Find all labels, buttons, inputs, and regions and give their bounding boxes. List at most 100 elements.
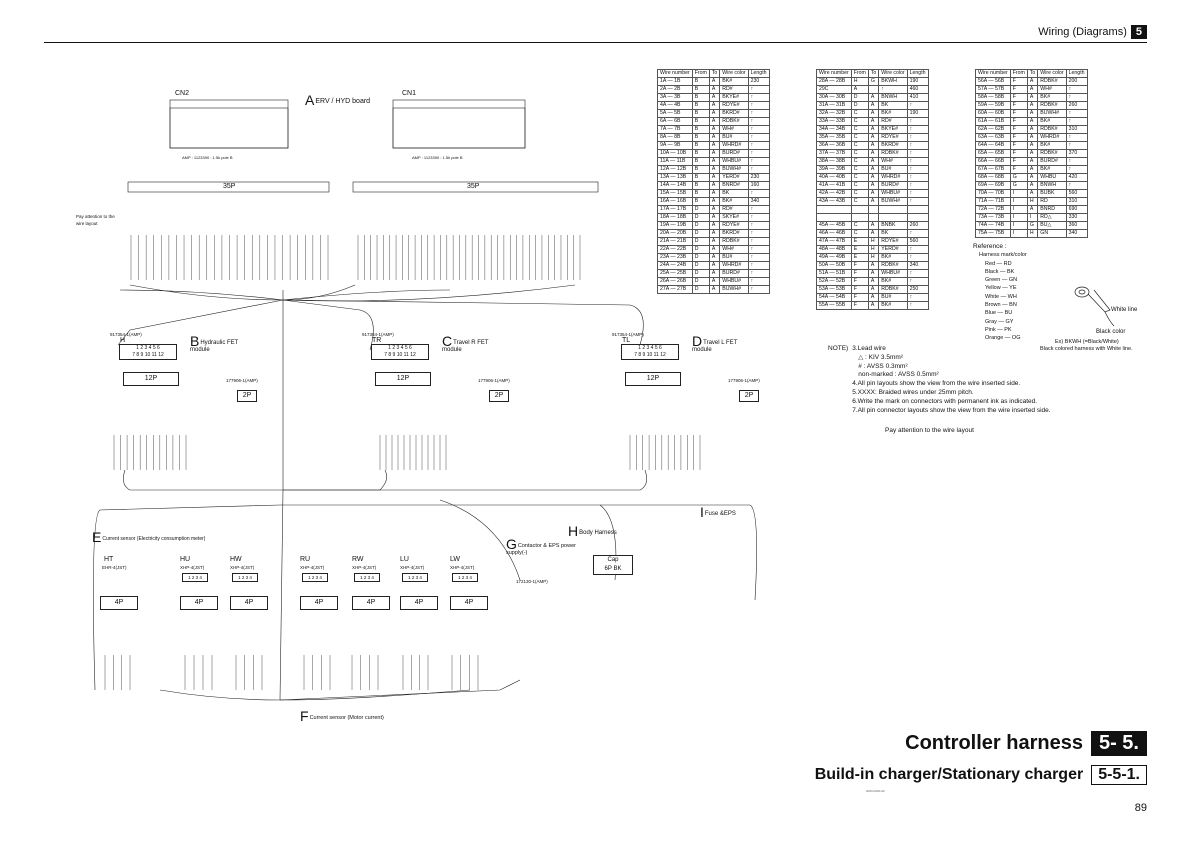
table-cell: 33A — 33B (816, 117, 852, 126)
module-B-plug: H (120, 337, 126, 344)
color-reference-item: Orange — OG (985, 335, 1021, 342)
table-cell: ↑ (747, 189, 770, 198)
table-cell: F (1009, 85, 1028, 94)
column-header: Length (1065, 69, 1088, 78)
table-cell: 6A — 6B (657, 117, 693, 126)
table-cell: A (867, 221, 880, 230)
table-cell: ↑ (747, 133, 770, 142)
table-cell: BK (878, 101, 908, 110)
table-cell: 64A — 64B (975, 141, 1011, 150)
table-cell: 49A — 49B (816, 253, 852, 262)
table-cell: A (1026, 173, 1039, 182)
table-cell: D (691, 269, 710, 278)
table-cell: 30A — 30B (816, 93, 852, 102)
note-line: 5.XXXX: Braided wires under 25mm pitch. (852, 388, 974, 396)
table-cell: ↑ (906, 293, 929, 302)
table-cell: C (850, 141, 869, 150)
table-cell: 560 (906, 237, 929, 246)
table-row (816, 213, 929, 222)
table-cell: 14A — 14B (657, 181, 693, 190)
table-cell: RDYE# (878, 237, 908, 246)
table-cell: RDYE# (878, 133, 908, 142)
table-cell: A (708, 93, 721, 102)
table-cell: WHBU# (719, 277, 749, 286)
table-cell: A (867, 285, 880, 294)
cn2-label: CN2 (175, 90, 190, 97)
sensor-rw-label: RW (352, 556, 364, 563)
table-cell: 31A — 31B (816, 101, 852, 110)
table-cell: A (708, 157, 721, 166)
sensor-4p: 4P (352, 596, 390, 610)
column-header: To (1026, 69, 1039, 78)
table-cell: H (850, 77, 869, 86)
footer-code: 0000-0000-00 (866, 789, 885, 793)
table-cell: 50A — 50B (816, 261, 852, 270)
table-cell: A (708, 197, 721, 206)
table-cell: B (691, 157, 710, 166)
table-cell: 310 (1065, 197, 1088, 206)
table-cell: A (1026, 181, 1039, 190)
table-cell: ↑ (906, 149, 929, 158)
table-cell: BK (719, 189, 749, 198)
table-cell: C (850, 229, 869, 238)
note-line: △ : KIV 3.5mm² (858, 353, 903, 361)
table-cell: A (1026, 157, 1039, 166)
reference-title: Reference : (973, 243, 1007, 250)
table-cell: 65A — 65B (975, 149, 1011, 158)
sensor-pins: 1 2 3 4 (354, 573, 380, 582)
table-cell: 66A — 66B (975, 157, 1011, 166)
table-cell: 68A — 68B (975, 173, 1011, 182)
reference-subtitle: Harness mark/color (979, 252, 1027, 259)
table-cell: B (691, 181, 710, 190)
table-cell: BNWH (1037, 181, 1067, 190)
table-cell: RDBK# (878, 149, 908, 158)
table-cell: ↑ (747, 213, 770, 222)
sensor-lu-label: LU (400, 556, 409, 563)
column-header: Wire number (657, 69, 693, 78)
table-cell: 61A — 61B (975, 117, 1011, 126)
table-cell: RD# (878, 117, 908, 126)
table-cell: RDYE# (719, 101, 749, 110)
table-cell: A (867, 301, 880, 310)
table-cell: 260 (1065, 101, 1088, 110)
table-cell: 29C (816, 85, 852, 94)
table-cell: ↑ (906, 301, 929, 310)
table-cell: 40A — 40B (816, 173, 852, 182)
module-C-2p: 2P (489, 390, 509, 402)
table-cell: 75A — 75B (975, 229, 1011, 238)
table-cell: H (1026, 197, 1039, 206)
column-header: To (867, 69, 880, 78)
table-cell: B (691, 133, 710, 142)
module-D-label: DTravel L FET module (692, 333, 738, 353)
module-D-12p: 12P (625, 372, 681, 386)
table-cell: BUWH# (1037, 109, 1067, 118)
table-cell: 340 (906, 261, 929, 270)
table-cell: 37A — 37B (816, 149, 852, 158)
table-cell: A (867, 149, 880, 158)
table-cell: A (708, 237, 721, 246)
table-cell: C (850, 189, 869, 198)
table-cell: B (691, 197, 710, 206)
header-rule (44, 42, 1147, 43)
table-cell: A (1026, 141, 1039, 150)
table-cell: WHBU# (719, 157, 749, 166)
table-cell: RD# (719, 85, 749, 94)
